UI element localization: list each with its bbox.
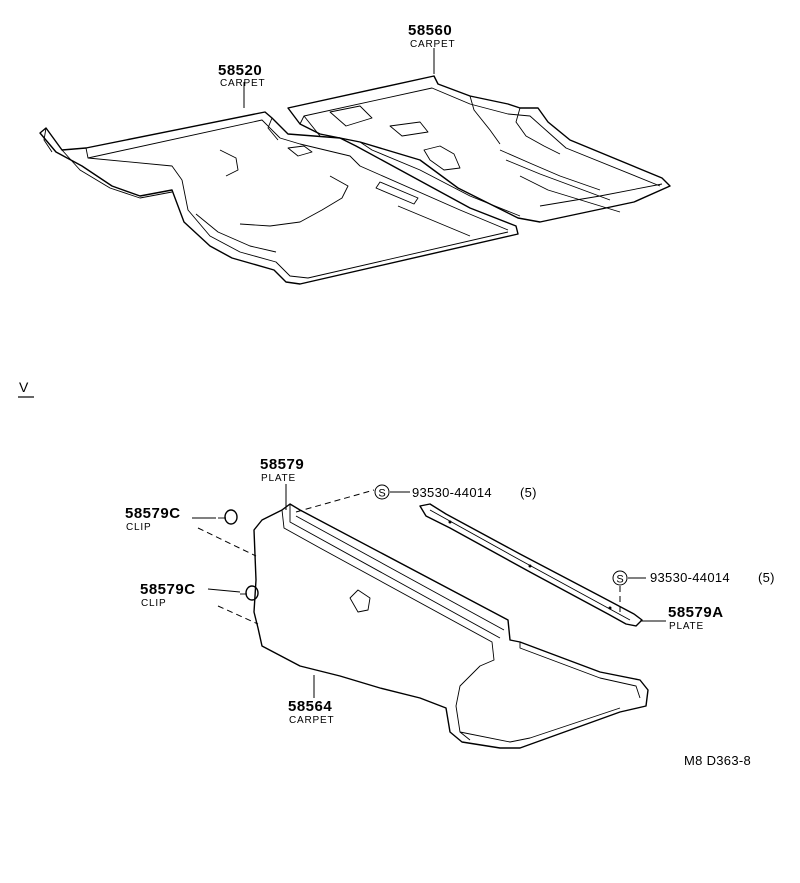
screw-callout-lower: 93530-44014 (5) [650,570,775,585]
carpet-58560-drawing [287,75,671,223]
plate-58579a-drawing [419,503,643,627]
part-number: 58564 [288,698,332,715]
screw-part-number: 93530-44014 [412,485,492,500]
part-name: PLATE [261,473,296,484]
callout-58579a: 58579A PLATE [668,604,724,632]
clip-upper-icon [218,509,238,525]
alignment-lines [197,489,621,625]
part-number: 58579A [668,604,724,621]
part-name: CLIP [126,522,151,533]
part-name: CLIP [141,598,166,609]
part-number: 58579 [260,456,304,473]
carpet-58564-drawing [253,503,649,749]
part-name: PLATE [669,621,704,632]
callout-58579c-lower: 58579C CLIP [140,581,196,609]
part-number: 58520 [218,62,262,79]
svg-text:S: S [378,488,385,500]
part-name: CARPET [410,39,455,50]
screw-symbol-lower: S [612,570,628,586]
svg-text:V: V [19,379,29,395]
callout-58560: 58560 CARPET [408,22,455,50]
screw-callout-upper: 93530-44014 (5) [412,485,537,500]
section-marker: V [18,379,34,398]
part-name: CARPET [289,715,334,726]
screw-symbol-upper: S [374,484,390,500]
leader-lines [192,48,666,698]
part-number: 58560 [408,22,452,39]
screw-quantity: (5) [520,485,537,500]
screw-part-number: 93530-44014 [650,570,730,585]
callout-58520: 58520 CARPET [218,62,265,89]
part-number: 58579C [140,581,196,598]
drawing-code: M8 D363-8 [684,753,751,768]
clip-lower-icon [240,585,259,601]
svg-text:S: S [616,574,623,586]
carpet-58520-drawing [39,111,519,285]
screw-quantity: (5) [758,570,775,585]
callout-58564: 58564 CARPET [288,698,334,726]
callout-58579: 58579 PLATE [260,456,304,484]
callout-58579c-upper: 58579C CLIP [125,505,181,533]
part-name: CARPET [220,78,265,89]
part-number: 58579C [125,505,181,522]
